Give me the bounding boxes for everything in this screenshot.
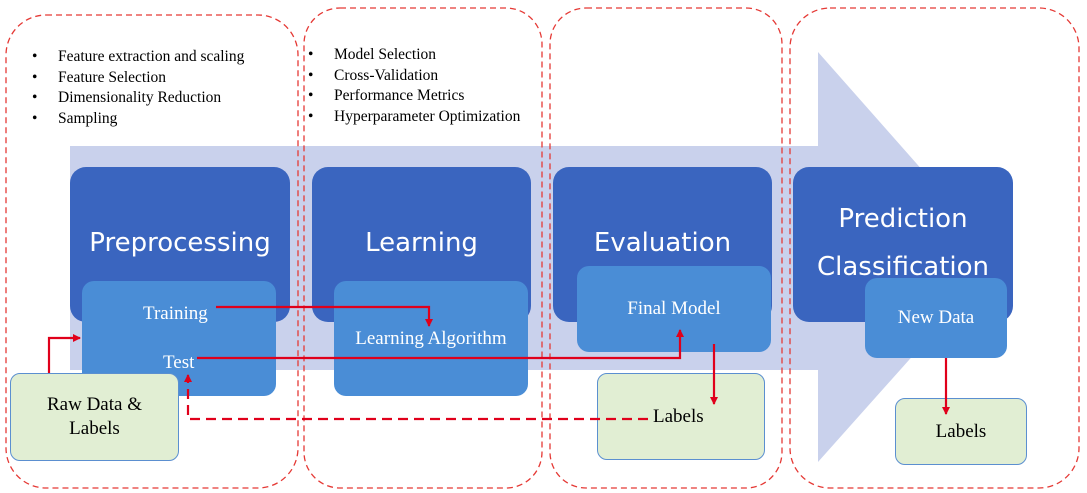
stage-title: Preprocessing	[89, 228, 271, 258]
raw-data-line: Raw Data &	[47, 394, 142, 415]
raw-data-box: Raw Data & Labels	[10, 373, 179, 461]
bullet-item: Hyperparameter Optimization	[308, 107, 520, 128]
learning-algorithm-box: Learning Algorithm	[334, 281, 528, 396]
learning-algorithm-label: Learning Algorithm	[355, 327, 507, 349]
raw-data-line: Labels	[69, 418, 120, 439]
prediction-container	[789, 7, 1080, 489]
test-label: Test	[163, 352, 195, 373]
stage-title-line: Classification	[816, 252, 990, 282]
bullet-item: Cross-Validation	[308, 66, 520, 87]
bullet-item: Performance Metrics	[308, 86, 520, 107]
new-data-box: New Data	[865, 278, 1007, 358]
arrow-raw-to-preprocess	[47, 334, 81, 373]
bullet-item: Feature Selection	[32, 68, 244, 89]
new-data-label: New Data	[897, 307, 975, 328]
stage-title: Learning	[365, 228, 478, 258]
bullet-item: Feature extraction and scaling	[32, 47, 244, 68]
labels-evaluation-label: Labels	[653, 406, 704, 427]
preprocessing-bullets: Feature extraction and scaling Feature S…	[32, 47, 244, 129]
stage-title-line: Prediction	[838, 204, 968, 234]
arrow-test-to-final-model	[197, 329, 684, 360]
learning-bullets: Model Selection Cross-Validation Perform…	[308, 45, 520, 127]
bullet-item: Dimensionality Reduction	[32, 88, 244, 109]
bullet-item: Sampling	[32, 109, 244, 130]
labels-prediction-label: Labels	[935, 420, 987, 442]
arrow-labels-to-test-dashed	[184, 374, 648, 421]
learning-container	[303, 7, 543, 489]
final-model-label: Final Model	[627, 298, 721, 319]
arrow-training-to-algorithm	[216, 305, 433, 327]
labels-prediction-box: Labels	[895, 398, 1027, 465]
training-label: Training	[143, 303, 208, 324]
final-model-box: Final Model	[577, 266, 771, 352]
stage-title: Evaluation	[593, 228, 732, 258]
bullet-item: Model Selection	[308, 45, 520, 66]
evaluation-container	[549, 7, 783, 489]
labels-evaluation-box	[597, 373, 765, 460]
preprocessing-container	[5, 14, 299, 489]
